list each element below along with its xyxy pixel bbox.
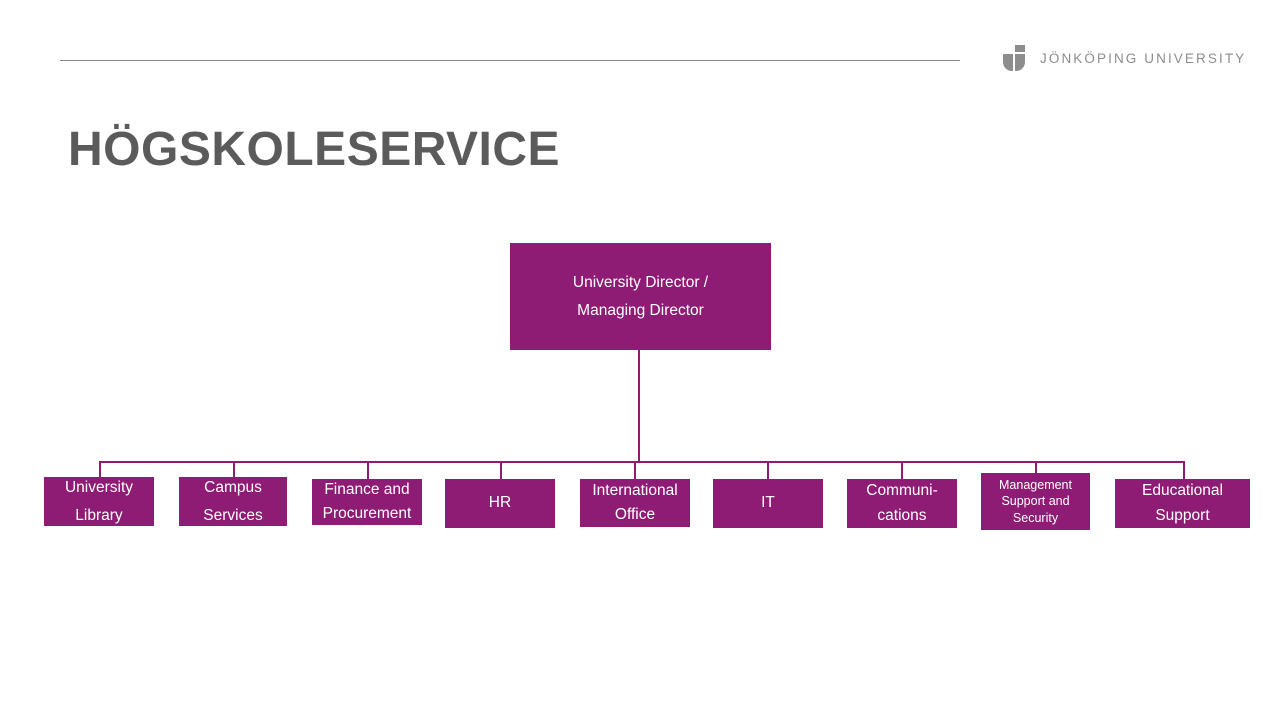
org-node-hr[interactable]: HR bbox=[445, 479, 555, 528]
connector-drop-international-office bbox=[634, 461, 636, 479]
org-node-management-support-and-security-line2: Support and bbox=[1001, 494, 1070, 509]
shield-split bbox=[1013, 54, 1015, 71]
connector-drop-campus-services bbox=[233, 461, 235, 477]
org-node-it-line1: IT bbox=[761, 494, 775, 512]
org-node-educational-support-line2: Support bbox=[1155, 506, 1210, 524]
page-title: HÖGSKOLESERVICE bbox=[68, 123, 561, 176]
org-node-university-library-line2: Library bbox=[75, 506, 123, 524]
org-node-root-line2: Managing Director bbox=[577, 301, 704, 319]
header-divider bbox=[60, 60, 960, 61]
org-node-root-text: University Director / Managing Director bbox=[573, 269, 708, 323]
connector-drop-hr bbox=[500, 461, 502, 479]
org-node-it[interactable]: IT bbox=[713, 479, 823, 528]
connector-drop-finance-and-procurement bbox=[367, 461, 369, 479]
org-node-hr-line1: HR bbox=[488, 494, 512, 512]
org-node-root-line1: University Director / bbox=[572, 274, 709, 292]
org-node-campus-services-line2: Services bbox=[203, 506, 263, 524]
org-node-communications-line1: Communi- bbox=[866, 482, 938, 500]
connector-drop-communications bbox=[901, 461, 903, 479]
org-node-it-text: IT bbox=[761, 493, 775, 513]
org-node-campus-services-line1: Campus bbox=[204, 479, 262, 497]
org-node-hr-text: HR bbox=[489, 493, 511, 513]
connector-horizontal-bus bbox=[99, 461, 1184, 463]
brand-lockup: JÖNKÖPING UNIVERSITY bbox=[1002, 44, 1246, 72]
org-node-communications[interactable]: Communi-cations bbox=[847, 479, 957, 528]
org-node-finance-and-procurement-line2: Procurement bbox=[322, 505, 412, 522]
org-node-root[interactable]: University Director / Managing Director bbox=[510, 243, 771, 350]
org-node-management-support-and-security-line3: Security bbox=[1012, 510, 1059, 525]
org-node-communications-text: Communi-cations bbox=[866, 479, 937, 527]
connector-drop-university-library bbox=[99, 461, 101, 477]
org-node-international-office-line2: Office bbox=[614, 506, 656, 523]
jonkoping-shield-icon bbox=[1002, 45, 1026, 71]
connector-drop-educational-support bbox=[1183, 461, 1185, 479]
brand-wordmark: JÖNKÖPING UNIVERSITY bbox=[1040, 50, 1247, 66]
org-node-management-support-and-security-line1: Management bbox=[999, 478, 1072, 493]
org-node-university-library-line1: University bbox=[64, 479, 134, 497]
shield-dot bbox=[1015, 45, 1025, 52]
org-node-international-office-line1: International bbox=[592, 481, 678, 499]
connector-drop-management-support-and-security bbox=[1035, 461, 1037, 473]
org-node-finance-and-procurement-line1: Finance and bbox=[324, 480, 410, 498]
connector-drop-it bbox=[767, 461, 769, 479]
connector-root-stem bbox=[638, 350, 640, 462]
org-node-educational-support-line1: Educational bbox=[1141, 482, 1223, 500]
org-node-communications-line2: cations bbox=[877, 506, 927, 524]
